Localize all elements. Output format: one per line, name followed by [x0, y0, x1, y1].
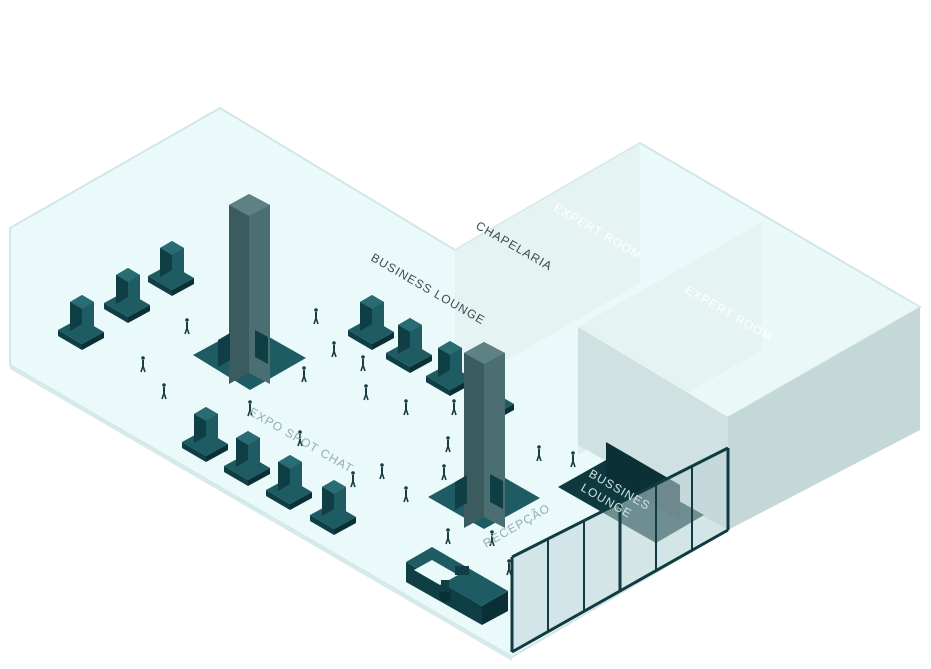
wall-chapelaria-back — [455, 143, 640, 390]
pillar-2 — [428, 342, 540, 529]
expert-room-top — [578, 222, 920, 417]
reception-desk — [406, 547, 508, 625]
expert-room-right-wall — [728, 307, 920, 530]
floor-edge — [10, 365, 512, 661]
glass-facade — [510, 446, 730, 654]
pillar-1 — [193, 194, 306, 390]
